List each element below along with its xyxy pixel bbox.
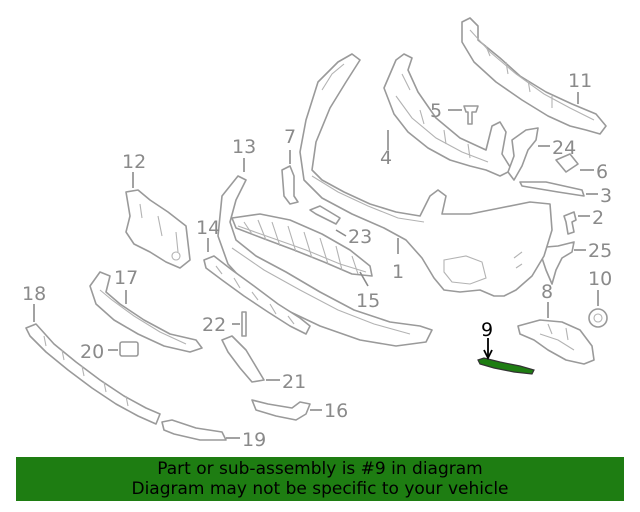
leader-23 xyxy=(335,229,347,237)
part-3-strip xyxy=(519,181,585,197)
part-19-trim xyxy=(161,419,227,441)
callout-3: 3 xyxy=(600,185,612,207)
callout-14: 14 xyxy=(196,217,220,239)
info-banner: Part or sub-assembly is #9 in diagram Di… xyxy=(16,457,624,501)
banner-line-disclaimer: Diagram may not be specific to your vehi… xyxy=(131,479,509,499)
part-21-bracket xyxy=(221,335,265,383)
callout-18: 18 xyxy=(22,283,46,305)
part-4-carrier xyxy=(383,53,513,177)
part-22-pin xyxy=(241,311,247,337)
callout-6: 6 xyxy=(596,161,608,183)
callout-17: 17 xyxy=(114,267,138,289)
callout-13: 13 xyxy=(232,136,256,158)
callout-12: 12 xyxy=(122,151,146,173)
callout-20: 20 xyxy=(80,341,104,363)
part-16-bracket xyxy=(251,399,311,421)
part-17-bracket xyxy=(89,271,203,353)
part-10-sensor xyxy=(588,308,608,328)
part-15-grille xyxy=(231,213,373,277)
callout-23: 23 xyxy=(348,226,372,248)
part-12-plate-bracket xyxy=(125,189,191,269)
part-23-strip xyxy=(309,205,341,225)
part-8-bezel xyxy=(517,319,595,365)
part-5-bolt xyxy=(463,105,479,125)
callout-2: 2 xyxy=(592,207,604,229)
part-2-clip xyxy=(563,211,577,235)
leader-9-arrowhead xyxy=(483,349,493,361)
callout-22: 22 xyxy=(202,314,226,336)
callout-5: 5 xyxy=(430,100,442,122)
callout-1: 1 xyxy=(392,261,404,283)
leader-15 xyxy=(359,271,369,287)
callout-4: 4 xyxy=(380,147,392,169)
callout-25: 25 xyxy=(588,240,612,262)
callout-8: 8 xyxy=(541,281,553,303)
part-6-cover xyxy=(555,153,579,173)
part-14-lower-strip xyxy=(203,255,311,335)
callout-11: 11 xyxy=(568,70,592,92)
callout-7: 7 xyxy=(284,126,296,148)
callout-10: 10 xyxy=(588,268,612,290)
callout-24: 24 xyxy=(552,137,576,159)
part-7-bracket xyxy=(281,165,299,205)
part-9-trim-strip xyxy=(477,357,535,375)
callout-16: 16 xyxy=(324,400,348,422)
part-20-clip xyxy=(119,341,139,357)
part-24-bracket xyxy=(507,127,539,181)
callout-19: 19 xyxy=(242,429,266,451)
part-11-reinforcement xyxy=(461,17,607,135)
callout-21: 21 xyxy=(282,371,306,393)
parts-diagram: 11 4 5 24 6 3 2 25 1 7 23 15 13 14 12 17… xyxy=(22,17,612,451)
callout-9: 9 xyxy=(481,319,493,341)
part-1-bumper-cover xyxy=(299,53,553,297)
banner-line-part: Part or sub-assembly is #9 in diagram xyxy=(157,459,483,479)
part-18-long-strip xyxy=(25,323,161,425)
callout-15: 15 xyxy=(356,290,380,312)
